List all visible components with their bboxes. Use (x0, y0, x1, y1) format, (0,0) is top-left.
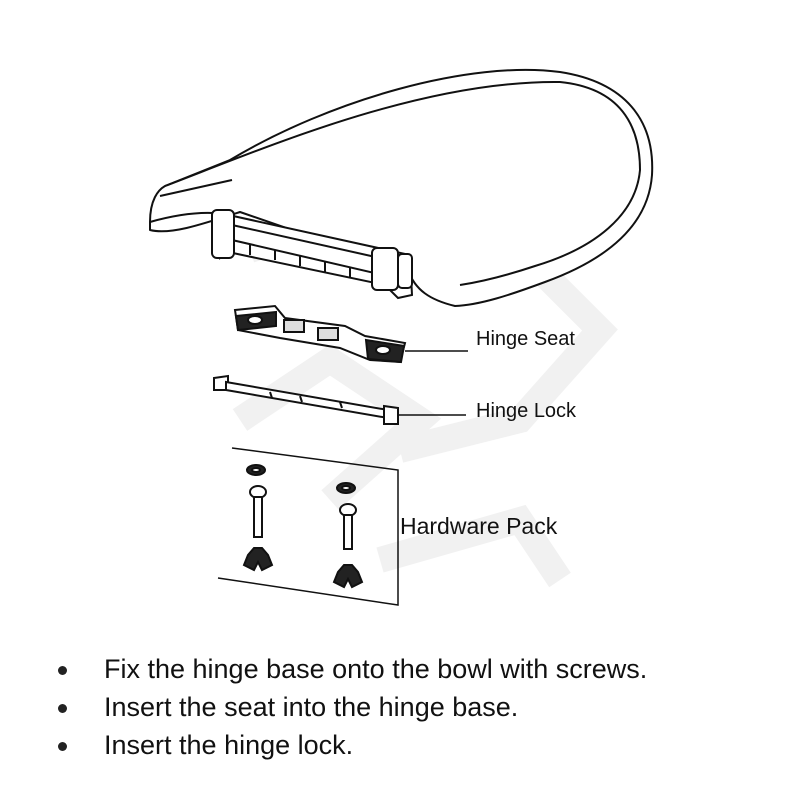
screw-shaft-icon (343, 514, 353, 550)
hinge-assembly (211, 209, 414, 300)
step-text: Fix the hinge base onto the bowl with sc… (104, 654, 648, 684)
hinge-lock-label: Hinge Lock (476, 400, 577, 422)
hardware-pack-panel (217, 447, 399, 606)
step-text: Insert the seat into the hinge base. (104, 692, 519, 722)
bullet-icon (58, 742, 67, 751)
instruction-list: Fix the hinge base onto the bowl with sc… (0, 650, 800, 764)
hinge-lock-part (213, 374, 399, 425)
instruction-step: Fix the hinge base onto the bowl with sc… (0, 650, 800, 688)
screw-set-right (332, 482, 364, 589)
installation-diagram (149, 68, 654, 606)
screw-shaft-icon (253, 496, 263, 538)
instruction-step: Insert the seat into the hinge base. (0, 688, 800, 726)
wing-nut-icon (332, 564, 364, 589)
bullet-icon (58, 666, 67, 675)
hinge-seat-part (233, 304, 407, 364)
hardware-pack-label: Hardware Pack (400, 513, 558, 539)
step-text: Insert the hinge lock. (104, 730, 354, 760)
hinge-seat-label: Hinge Seat (476, 328, 575, 350)
instruction-step: Insert the hinge lock. (0, 726, 800, 764)
bullet-icon (58, 704, 67, 713)
wing-nut-icon (242, 547, 274, 572)
screw-set-left (242, 464, 274, 572)
toilet-seat-lid (149, 68, 654, 307)
